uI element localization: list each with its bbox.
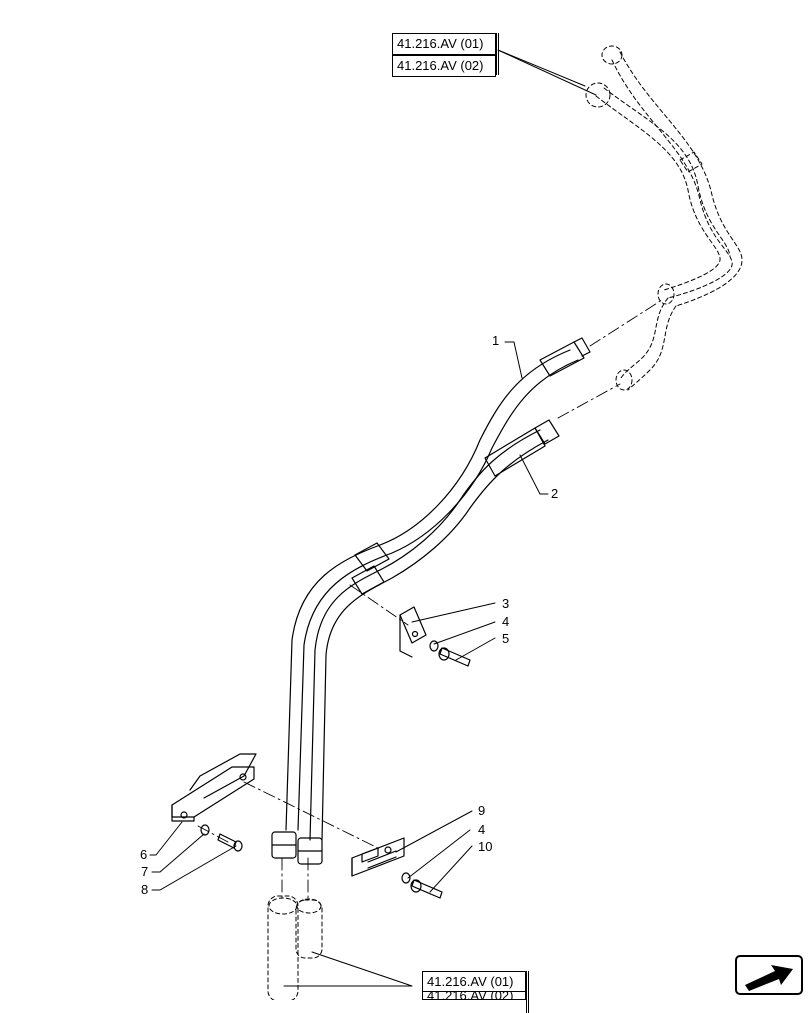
- callout-9: 9: [478, 803, 486, 818]
- callout-6: 6: [140, 847, 148, 862]
- callout-2: 2: [551, 486, 559, 501]
- callout-5: 5: [502, 631, 510, 646]
- washer-bolt-lower: [401, 872, 443, 899]
- pipe-1: [285, 337, 591, 831]
- reference-group-bottom: [422, 971, 529, 1013]
- callout-4-lower: 4: [478, 822, 486, 837]
- pipe-2: [309, 419, 560, 841]
- washer-bolt-upper: [429, 640, 471, 667]
- callout-3: 3: [502, 596, 510, 611]
- callout-8: 8: [141, 882, 149, 897]
- callout-4-upper: 4: [502, 614, 510, 629]
- reference-group-top: [392, 33, 499, 75]
- reference-link-top-1[interactable]: 41.216.AV (01): [392, 33, 496, 55]
- alignment-lines: [197, 299, 663, 901]
- reference-link-top-2[interactable]: 41.216.AV (02): [392, 55, 496, 77]
- arrow-in-box-icon[interactable]: [735, 955, 803, 995]
- phantom-pipes-top: [585, 45, 743, 391]
- callout-1: 1: [492, 333, 500, 348]
- washer-bolt-left: [200, 824, 243, 852]
- callout-7: 7: [141, 864, 149, 879]
- leader-lines: [149, 49, 597, 987]
- bracket-3: [399, 606, 427, 658]
- bracket-6: [171, 753, 257, 822]
- reference-link-bottom-2[interactable]: 41.216.AV (02): [422, 991, 526, 1000]
- pipe-end-fittings: [271, 831, 323, 865]
- phantom-hoses-bottom: [267, 895, 323, 1000]
- clamp-9: [351, 837, 405, 877]
- callout-10: 10: [478, 839, 493, 854]
- reference-link-bottom-1[interactable]: 41.216.AV (01): [422, 971, 526, 993]
